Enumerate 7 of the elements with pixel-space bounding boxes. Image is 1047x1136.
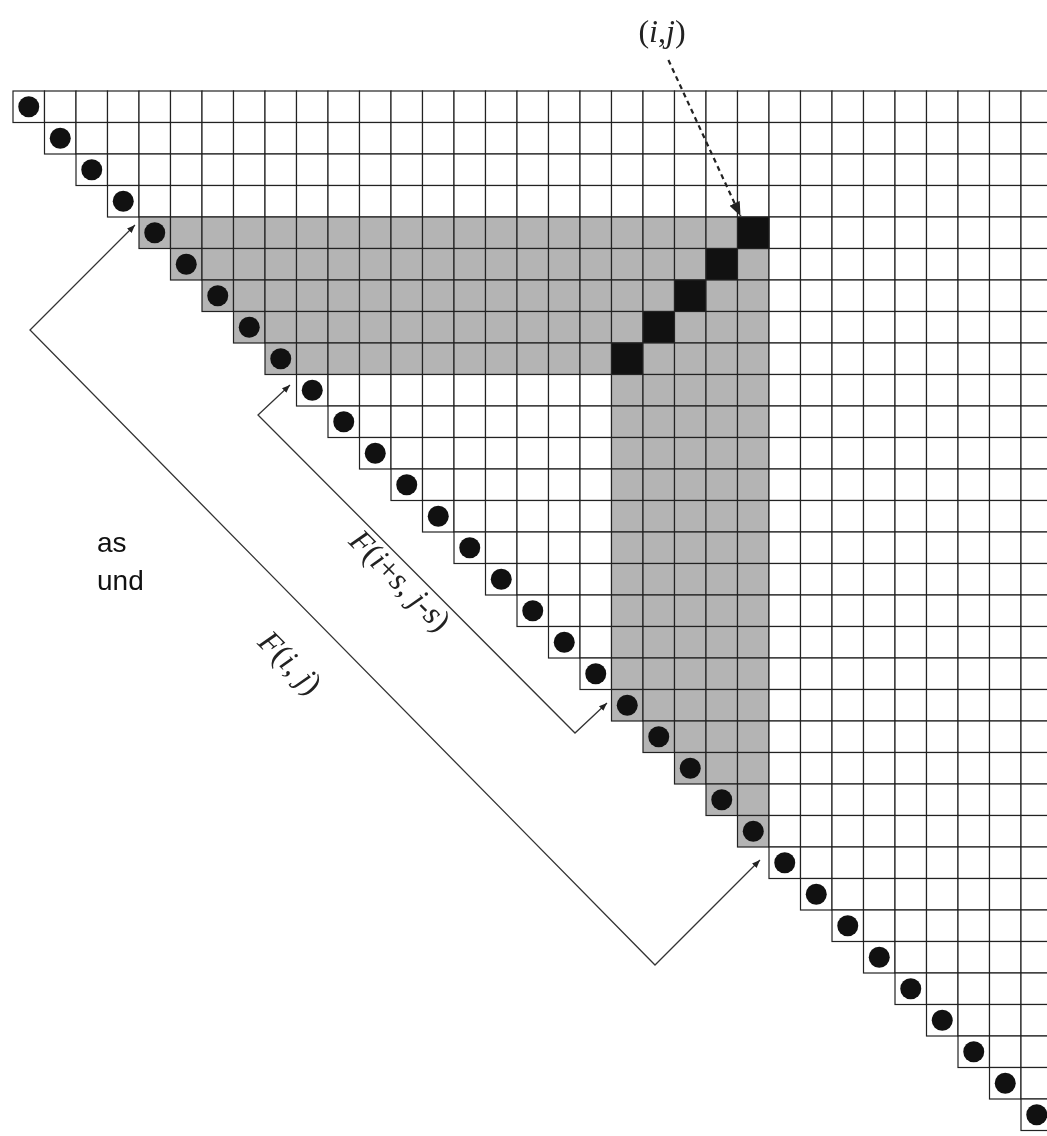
cell-label: (i,j) xyxy=(622,14,702,50)
text-fragment: as xyxy=(97,528,127,559)
text-fragment: und xyxy=(97,566,144,597)
bracket-label: F(i, j) xyxy=(251,623,329,701)
highlighted-cell xyxy=(736,216,770,250)
leader-arrow xyxy=(667,59,742,217)
bracket-label: F(i+s, j-s) xyxy=(342,522,458,638)
